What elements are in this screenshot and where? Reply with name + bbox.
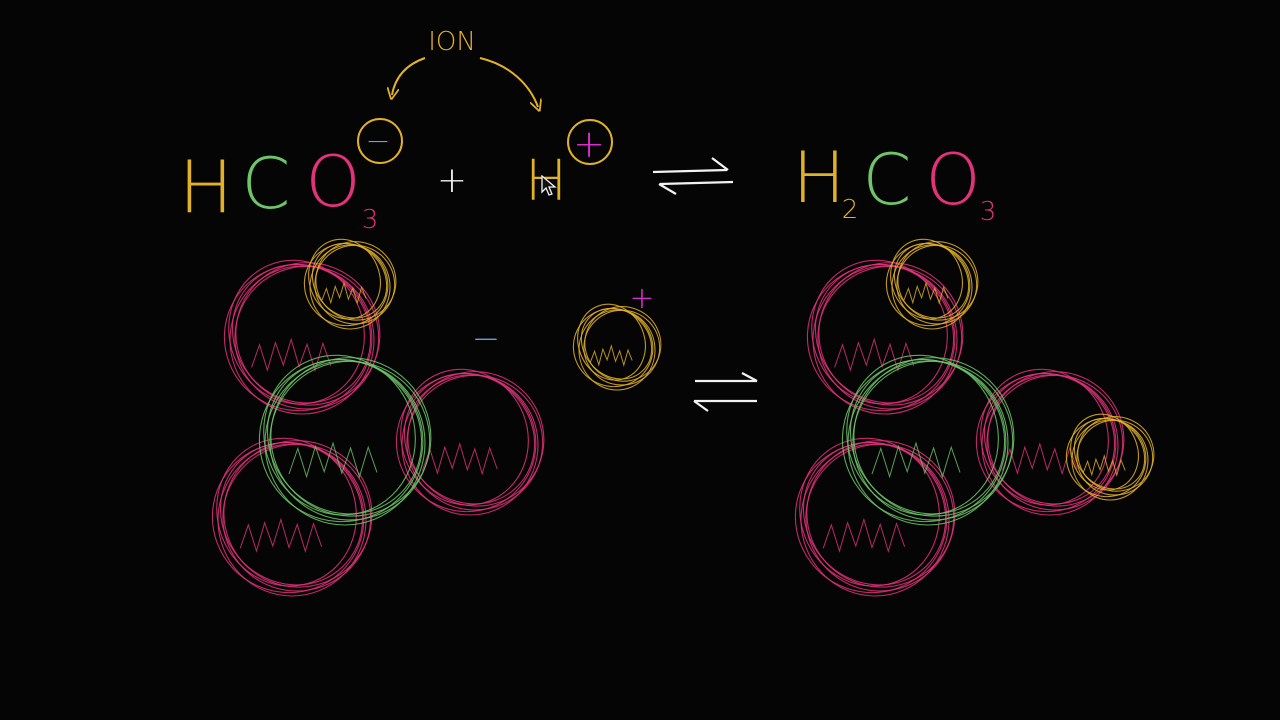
model-negative-charge: −: [472, 319, 501, 359]
atom-oxygen: [395, 368, 545, 516]
negative-charge-circle: [357, 118, 403, 164]
plus-sign: +: [437, 160, 467, 201]
proton-formula: H +: [525, 119, 613, 214]
chemical-equation: H C O 3 − + H + H 2 C O 3: [179, 118, 997, 235]
ion-annotation: ION: [392, 27, 538, 107]
curved-arrow-icon: [479, 57, 538, 107]
positive-charge-circle: [567, 119, 613, 165]
atom-oxygen: [806, 259, 964, 415]
mouse-pointer-icon: [541, 175, 557, 196]
hydrogen-subscript: 2: [842, 195, 859, 225]
atom-hydrogen: [303, 238, 397, 330]
bicarbonate-formula: H C O 3 −: [179, 118, 403, 235]
positive-charge: +: [573, 122, 605, 166]
acid-hydrogen-symbol: H: [793, 137, 846, 219]
acid-carbon-symbol: C: [863, 139, 912, 221]
carbonic-acid-formula: H 2 C O 3: [793, 137, 997, 227]
oxygen-symbol: O: [305, 141, 360, 223]
equilibrium-arrows-icon: [652, 157, 734, 195]
negative-charge: −: [365, 124, 390, 159]
atom-oxygen: [223, 259, 381, 415]
ion-label: ION: [428, 27, 476, 57]
carbon-symbol: C: [242, 143, 291, 225]
atom-hydrogen: [885, 238, 979, 330]
model-positive-charge: +: [629, 281, 654, 316]
oxygen-subscript: 3: [362, 205, 379, 235]
atom-carbon: [841, 354, 1015, 526]
molecule-models: [211, 238, 1155, 597]
equilibrium-arrows-icon: [693, 372, 758, 412]
hydrogen-symbol: H: [179, 145, 233, 229]
acid-oxygen-subscript: 3: [980, 197, 997, 227]
atom-carbon: [258, 354, 432, 526]
atom-hydrogen: [572, 303, 662, 391]
atom-hydrogen: [1065, 413, 1155, 501]
acid-oxygen-symbol: O: [925, 139, 980, 221]
curved-arrow-icon: [392, 57, 426, 95]
